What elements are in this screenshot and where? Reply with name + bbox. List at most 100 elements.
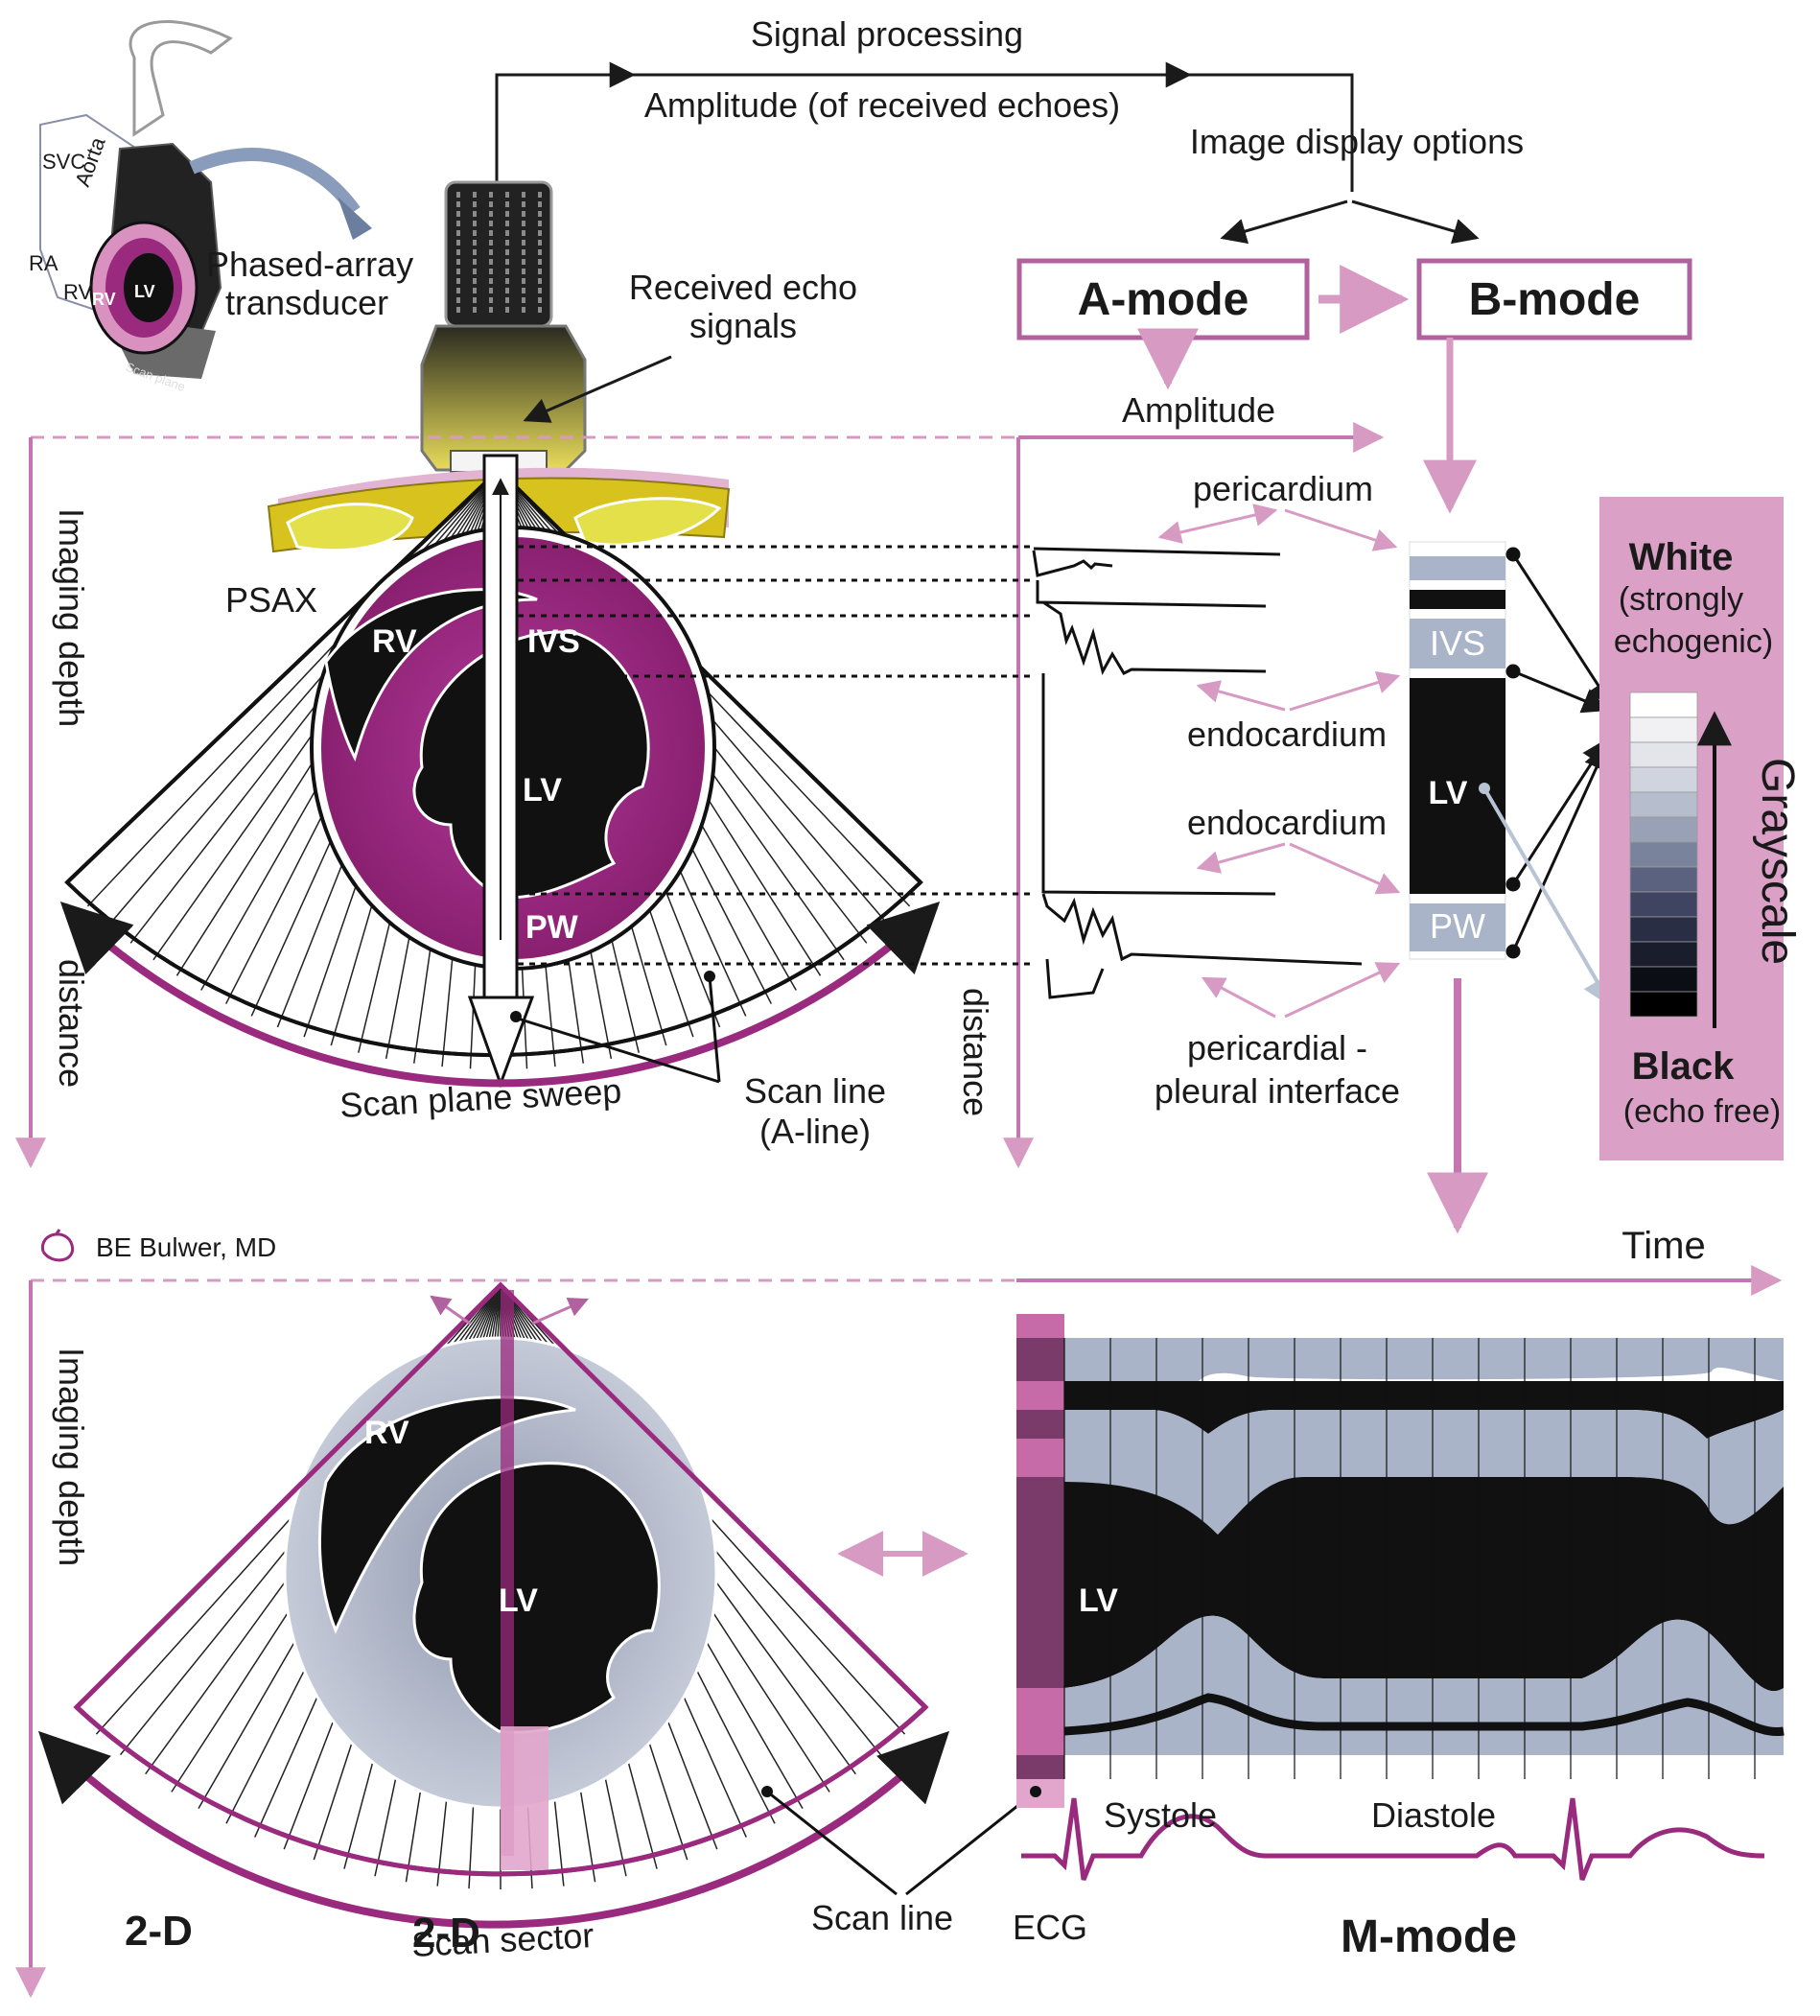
- systole-label: Systole: [1104, 1795, 1217, 1835]
- grayscale-swatch: [1629, 841, 1698, 868]
- grayscale-swatch: [1629, 791, 1698, 818]
- scan-line-label-1: Scan line: [744, 1071, 886, 1111]
- transducer-label-2: transducer: [225, 283, 388, 322]
- psax-lv-label: LV: [523, 772, 562, 809]
- b-mode-box: B-mode: [1416, 258, 1692, 340]
- mini-svc-label: SVC: [42, 150, 85, 174]
- scan-plane-sweep-arrow: [59, 901, 941, 1088]
- bottom-scan-line-pointer: [766, 1790, 898, 1896]
- mmode-strip-band: [1016, 1381, 1064, 1410]
- grayscale-white-sub1: (strongly: [1619, 581, 1743, 618]
- two-d-label-bold: 2-D: [412, 1910, 480, 1957]
- lv-to-black-arrow: [1482, 786, 1613, 1008]
- psax-label: PSAX: [225, 580, 317, 620]
- amplitude-received-label: Amplitude (of received echoes): [644, 85, 1120, 125]
- mini-heart-illustration: SVC Aorta RA RV RV LV Scan plane: [29, 20, 233, 394]
- a-mode-graph: distance: [956, 422, 1385, 1169]
- grayscale-swatch: [1629, 966, 1698, 993]
- psax-ivs-label: IVS: [527, 623, 580, 660]
- mini-ra-label: RA: [29, 251, 58, 275]
- credit: BE Bulwer, MD: [41, 1229, 276, 1262]
- grayscale-title: Grayscale: [1752, 758, 1803, 965]
- scan-tilt-arrow-left: [430, 1295, 471, 1325]
- scan-sector-sweep-arrow: [37, 1730, 950, 1929]
- grayscale-swatch: [1629, 866, 1698, 893]
- received-echo-label-2: signals: [689, 306, 797, 345]
- grayscale-swatch: [1629, 766, 1698, 793]
- grayscale-swatch: [1629, 941, 1698, 968]
- received-echo-pointer: [523, 355, 672, 423]
- pericardial-label-1: pericardial -: [1187, 1028, 1367, 1067]
- psax-pw-label: PW: [525, 909, 579, 946]
- bottom-imaging-depth-label: Imaging depth: [52, 1348, 91, 1566]
- b-mode-lv-label: LV: [1429, 775, 1468, 811]
- grayscale-swatch: [1629, 891, 1698, 918]
- a-mode-label: A-mode: [1078, 274, 1249, 325]
- mmode-strip-band: [1016, 1439, 1064, 1477]
- amplitude-label: Amplitude: [1122, 390, 1275, 430]
- two-d-rv-label: RV: [364, 1415, 409, 1451]
- grayscale-black-sub: (echo free): [1623, 1093, 1781, 1130]
- time-label: Time: [1622, 1225, 1705, 1267]
- grayscale-swatches: [1629, 692, 1698, 1018]
- two-d-lv-label: LV: [499, 1582, 538, 1619]
- image-display-options-label: Image display options: [1190, 122, 1524, 161]
- grayscale-swatch: [1629, 716, 1698, 743]
- mini-rv-label: RV: [63, 280, 92, 304]
- options-to-amode-arrow: [1220, 199, 1348, 245]
- b-mode-label: B-mode: [1469, 274, 1641, 325]
- transducer-label-1: Phased-array: [206, 245, 413, 284]
- scan-line-pointer-2: [708, 975, 721, 1083]
- grayscale-panel: White (strongly echogenic) Grayscale Bla…: [1599, 497, 1803, 1160]
- b-mode-pw-label: PW: [1430, 906, 1485, 946]
- mmode-lv-label: LV: [1079, 1582, 1118, 1619]
- pericardial-label-2: pleural interface: [1155, 1071, 1400, 1111]
- ecg-label: ECG: [1013, 1908, 1087, 1947]
- mmode-strip-band: [1016, 1688, 1064, 1755]
- top-imaging-depth-label: Imaging depth: [52, 508, 91, 727]
- signal-flow: Signal processing Amplitude (of received…: [495, 14, 1524, 245]
- grayscale-swatch: [1629, 916, 1698, 943]
- scan-tilt-arrow-right: [531, 1297, 589, 1325]
- b-mode-column: IVS LV PW: [1409, 541, 1506, 960]
- scan-line-label-2: (A-line): [759, 1112, 871, 1151]
- mmode-strip-band: [1016, 1314, 1064, 1338]
- two-d-sector: RV LV: [73, 1281, 929, 1889]
- scan-plane-sweep-label: Scan plane sweep: [338, 1071, 622, 1125]
- scan-line: [86, 469, 500, 907]
- b-mode-ivs-label: IVS: [1430, 623, 1485, 663]
- a-mode-trace: [1032, 547, 1363, 999]
- top-distance-mid-label: distance: [956, 988, 995, 1116]
- grayscale-swatch: [1629, 991, 1698, 1018]
- top-distance-left-label: distance: [52, 959, 91, 1088]
- curved-arrow: [189, 148, 361, 216]
- ecg-trace: [1016, 1779, 1765, 1881]
- echo-dotted-lines: [518, 545, 1034, 966]
- scan-sector-label: Scan sector: [410, 1915, 595, 1964]
- grayscale-white-sub2: echogenic): [1614, 623, 1773, 660]
- m-mode-label: M-mode: [1341, 1911, 1517, 1962]
- a-mode-box: A-mode: [1016, 258, 1310, 340]
- options-to-bmode-arrow: [1351, 199, 1480, 245]
- grayscale-white-label: White: [1629, 536, 1734, 578]
- grayscale-black-label: Black: [1632, 1045, 1735, 1088]
- grayscale-swatch: [1629, 816, 1698, 843]
- psax-sector: RV IVS LV PW: [64, 454, 923, 1089]
- mini-lv-label: LV: [134, 282, 155, 301]
- transducer: [420, 180, 587, 473]
- grayscale-swatch: [1629, 692, 1698, 718]
- psax-rv-label: RV: [372, 623, 417, 660]
- endocardium-label-2: endocardium: [1187, 803, 1387, 842]
- bottom-scan-line-pointer-2: [905, 1790, 1037, 1896]
- credit-label: BE Bulwer, MD: [96, 1232, 276, 1262]
- mmode-time-gridlines: [1063, 1338, 1756, 1779]
- scan-line-pointer-1: [517, 1017, 720, 1084]
- grayscale-connectors: [1505, 547, 1613, 959]
- diastole-label: Diastole: [1371, 1795, 1496, 1835]
- signal-processing-label: Signal processing: [751, 14, 1023, 54]
- pericardium-label: pericardium: [1193, 469, 1373, 508]
- mmode-strip-stripes: [1016, 1314, 1064, 1755]
- received-echo-label-1: Received echo: [629, 268, 857, 307]
- two-d-label: 2-D: [125, 1908, 193, 1955]
